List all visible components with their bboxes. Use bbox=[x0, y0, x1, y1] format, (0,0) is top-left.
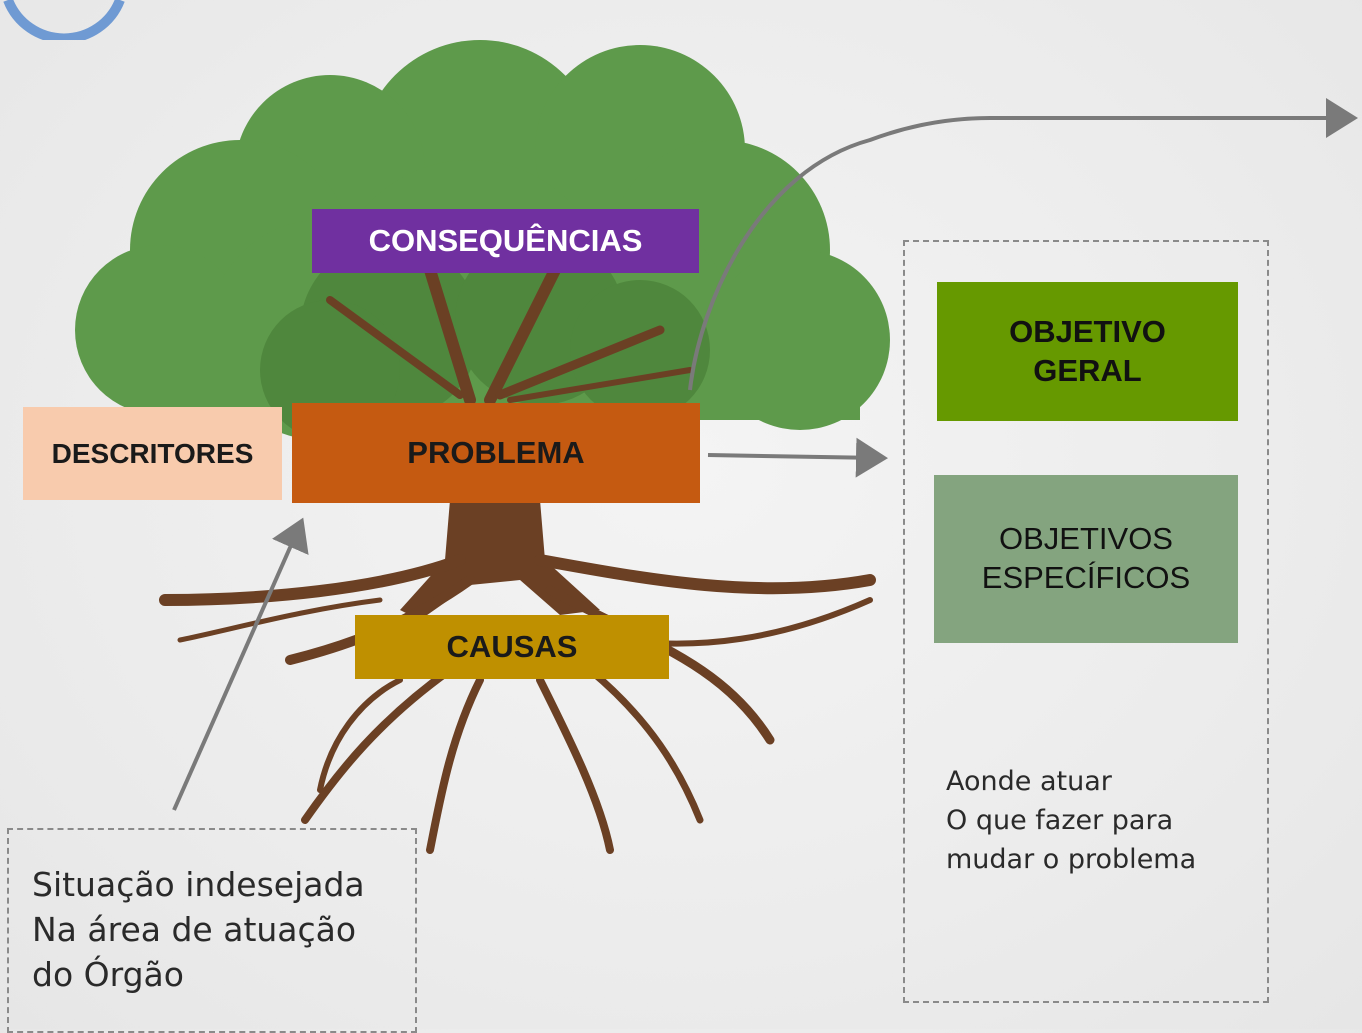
arrow-to-objectives bbox=[707, 437, 888, 478]
problem-note-line3: do Órgão bbox=[32, 955, 184, 994]
objetivo-geral-box: OBJETIVO GERAL bbox=[937, 282, 1238, 421]
objectives-note-line3: mudar o problema bbox=[946, 844, 1197, 875]
objectives-note: Aonde atuar O que fazer para mudar o pro… bbox=[946, 762, 1196, 879]
tree-branches bbox=[326, 254, 693, 406]
tree-roots bbox=[159, 554, 876, 854]
problem-note-line2: Na área de atuação bbox=[32, 910, 357, 949]
objectives-container bbox=[903, 240, 1269, 1003]
logo-circle-icon bbox=[3, 0, 125, 40]
objetivos-especificos-box: OBJETIVOS ESPECÍFICOS bbox=[934, 475, 1238, 643]
descritores-label: DESCRITORES bbox=[23, 407, 282, 500]
objetivos-especificos-line2: ESPECÍFICOS bbox=[981, 560, 1191, 595]
objectives-note-line1: Aonde atuar bbox=[946, 766, 1112, 797]
consequencias-label: CONSEQUÊNCIAS bbox=[312, 209, 699, 273]
arrow-curved-top bbox=[688, 98, 1358, 391]
causas-label: CAUSAS bbox=[355, 615, 669, 679]
problema-label: PROBLEMA bbox=[292, 403, 700, 503]
arrow-to-problema bbox=[172, 517, 309, 811]
problem-note: Situação indesejada Na área de atuação d… bbox=[32, 862, 365, 997]
objetivo-geral-line2: GERAL bbox=[1033, 352, 1142, 388]
problem-note-line1: Situação indesejada bbox=[32, 865, 365, 904]
objetivo-geral-line1: OBJETIVO bbox=[1009, 313, 1166, 349]
objetivos-especificos-line1: OBJETIVOS bbox=[999, 521, 1173, 557]
objectives-note-line2: O que fazer para bbox=[946, 805, 1174, 836]
